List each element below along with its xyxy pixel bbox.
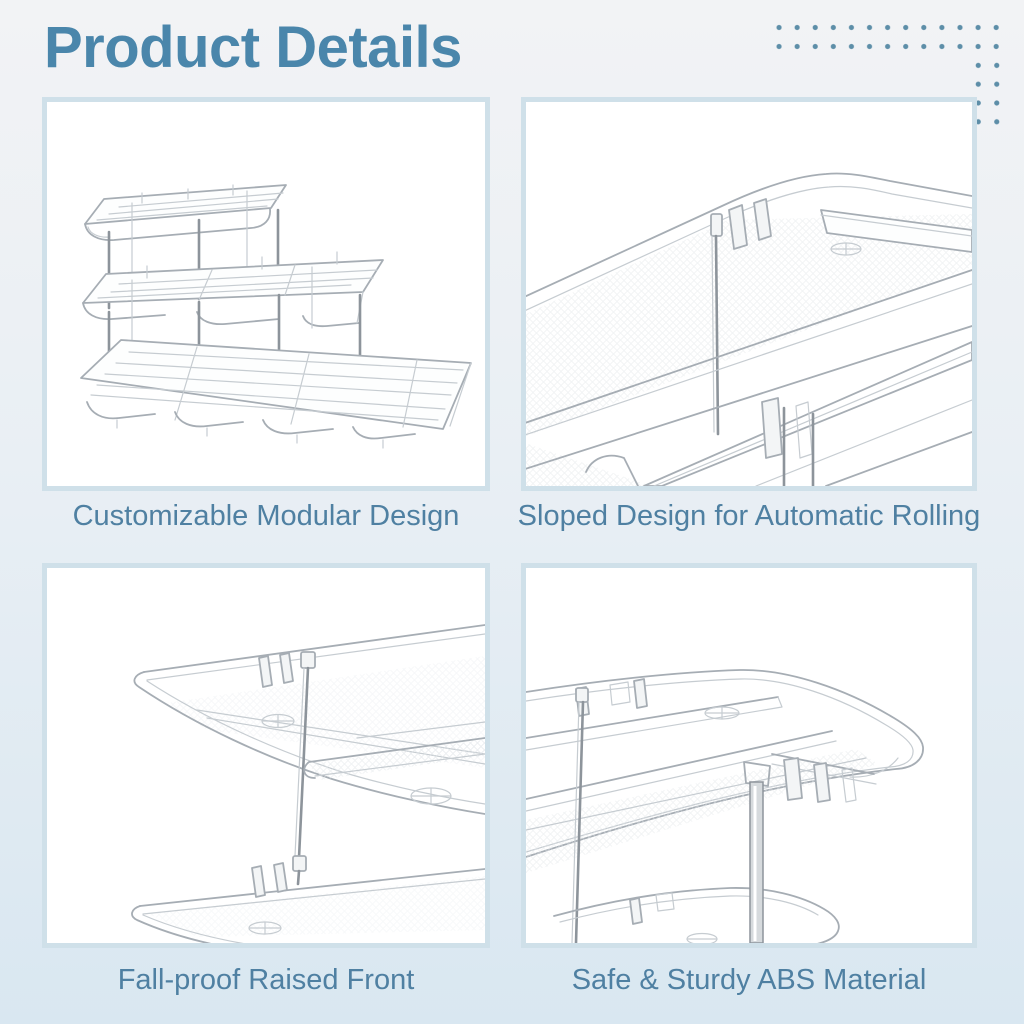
panel-abs-material <box>521 563 977 948</box>
dot-grid-decoration-horizontal <box>770 18 1006 57</box>
caption-modular-design: Customizable Modular Design <box>72 500 460 532</box>
caption-sloped-design: Sloped Design for Automatic Rolling <box>517 500 981 532</box>
raised-front-photo <box>131 624 485 943</box>
support-pole-photo <box>526 669 924 943</box>
panel-modular-design <box>42 97 490 491</box>
sloped-tray-photo <box>526 172 972 486</box>
caption-raised-front: Fall-proof Raised Front <box>117 964 415 996</box>
panel-sloped-design <box>521 97 977 491</box>
page-title: Product Details <box>44 15 462 80</box>
caption-abs-material: Safe & Sturdy ABS Material <box>571 964 927 996</box>
panel-raised-front <box>42 563 490 948</box>
three-tier-rack-photo <box>80 184 472 449</box>
